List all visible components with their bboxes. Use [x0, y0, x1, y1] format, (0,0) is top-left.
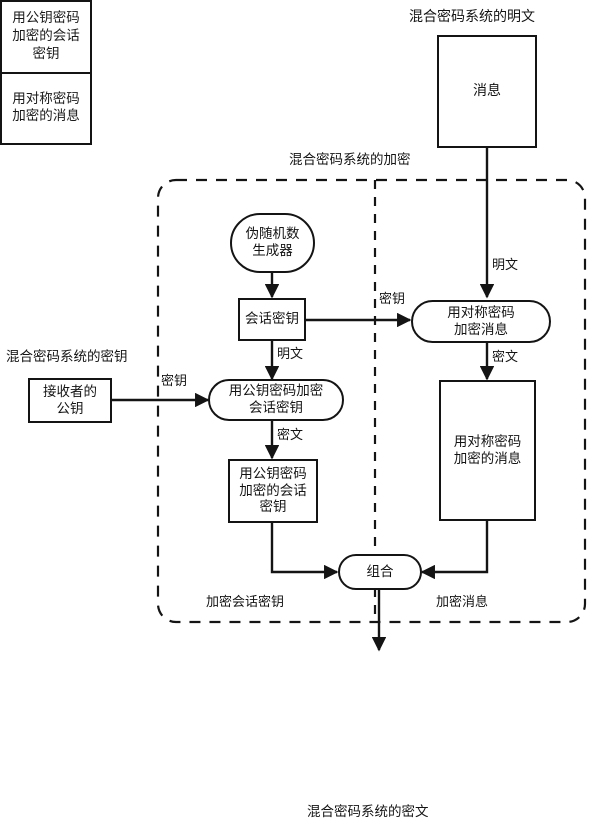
node-pk-encrypt-session-key[interactable]: 用公钥密码加密 会话密钥 — [208, 379, 344, 421]
arrow-encrypted-message-to-combine — [420, 521, 489, 580]
node-combine[interactable]: 组合 — [338, 554, 422, 590]
node-encrypted-session-key[interactable]: 用公钥密码 加密的会话 密钥 — [228, 459, 318, 523]
edge-label-plaintext-right: 明文 — [492, 258, 519, 273]
node-message[interactable]: 消息 — [437, 35, 537, 148]
edge-label-ciphertext-message: 密文 — [492, 350, 519, 365]
edge-label-plaintext-session: 明文 — [277, 347, 304, 362]
note-encrypted-session-key: 加密会话密钥 — [206, 595, 285, 610]
edge-label-key-left: 密钥 — [161, 374, 188, 389]
node-session-key[interactable]: 会话密钥 — [238, 298, 306, 341]
encryption-boundary-dashed — [156, 178, 587, 624]
output-cell-encrypted-session-key: 用公钥密码 加密的会话 密钥 — [2, 2, 90, 74]
title-key: 混合密码系统的密钥 — [6, 349, 128, 365]
edge-label-ciphertext-session: 密文 — [277, 428, 304, 443]
node-prng[interactable]: 伪随机数 生成器 — [230, 213, 315, 273]
note-encrypted-message: 加密消息 — [436, 595, 489, 610]
node-recipient-public-key[interactable]: 接收者的 公钥 — [28, 378, 112, 423]
title-plaintext: 混合密码系统的明文 — [409, 9, 535, 25]
node-symmetric-encrypt-message[interactable]: 用对称密码 加密消息 — [411, 300, 551, 343]
title-encryption-box: 混合密码系统的加密 — [289, 152, 411, 168]
edge-label-key-right: 密钥 — [379, 292, 406, 307]
node-encrypted-message[interactable]: 用对称密码 加密的消息 — [439, 380, 536, 521]
arrow-encrypted-key-to-combine — [270, 523, 339, 580]
caption-ciphertext: 混合密码系统的密文 — [307, 804, 429, 820]
node-output-ciphertext[interactable]: 用公钥密码 加密的会话 密钥 用对称密码 加密的消息 — [0, 0, 92, 145]
output-cell-encrypted-message: 用对称密码 加密的消息 — [12, 90, 80, 125]
